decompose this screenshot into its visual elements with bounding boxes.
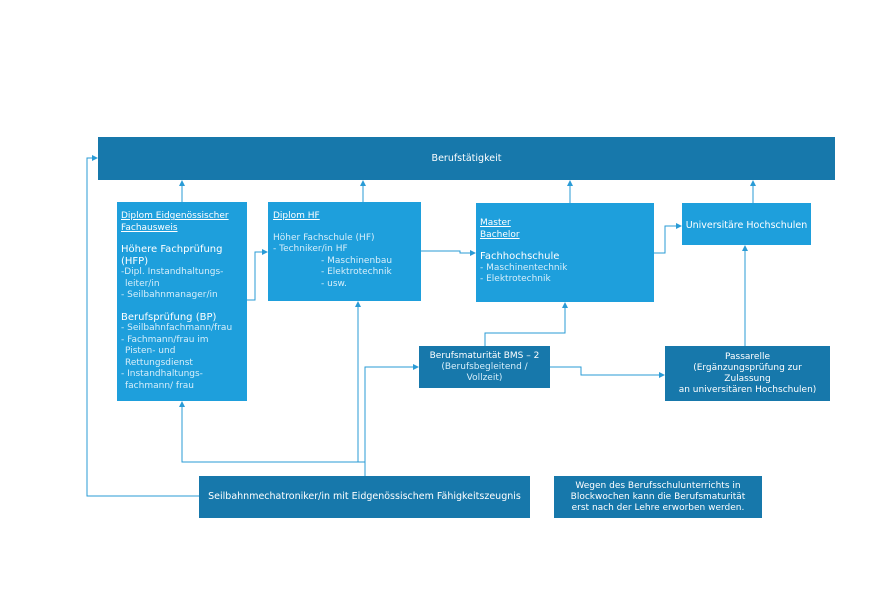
hf-item: - Elektrotechnik: [321, 267, 392, 277]
arrow-efz-to-eidg: [179, 401, 366, 476]
eidg-title-1: Diplom Eidgenössischer: [121, 211, 229, 221]
note-line: Blockwochen kann die Berufsmaturität: [570, 491, 746, 502]
hfp-item: - Seilbahnmanager/in: [121, 290, 218, 300]
fh-item: - Maschinentechnik: [480, 262, 568, 273]
eidg-fachausweis-box: Diplom Eidgenössischer Fachausweis Höher…: [117, 202, 247, 401]
bp-item: fachmann/ frau: [125, 380, 195, 391]
bp-item: Pisten- und: [125, 346, 176, 356]
hf-subtitle: Höher Fachschule (HF): [273, 232, 375, 243]
passarelle-detail: an universitären Hochschulen): [678, 384, 817, 395]
uni-label: Universitäre Hochschulen: [685, 220, 808, 231]
arrow-fh-to-uni: [654, 223, 682, 254]
hf-item: - usw.: [321, 278, 347, 289]
bp-item: - Seilbahnfachmann/frau: [121, 323, 233, 333]
hf-item: - Maschinenbau: [321, 255, 393, 266]
arrow-efz-to-bms: [364, 364, 419, 462]
berufstaetigkeit-box: Berufstätigkeit: [98, 137, 835, 180]
diplom-hf-box: Diplom HF Höher Fachschule (HF) - Techni…: [268, 202, 421, 301]
fachhochschule-box: Master Bachelor Fachhochschule - Maschin…: [476, 203, 654, 302]
bp-item: - Instandhaltungs-: [121, 369, 203, 379]
fh-heading: Fachhochschule: [480, 251, 560, 262]
bp-item: - Fachmann/frau im: [121, 334, 209, 345]
arrow-hf-to-fh: [421, 250, 476, 256]
passarelle-detail: (Ergänzungsprüfung zur: [693, 362, 802, 373]
hfp-heading: Höhere Fachprüfung (HFP): [121, 244, 223, 267]
hf-title: Diplom HF: [273, 211, 320, 221]
note-line: Wegen des Berufsschulunterrichts in: [575, 480, 741, 491]
arrow-bms-to-fh: [484, 302, 568, 346]
fh-title-1: Master: [480, 218, 511, 228]
passarelle-detail: Zulassung: [724, 373, 771, 384]
note-line: erst nach der Lehre erworben werden.: [571, 502, 745, 513]
bms-detail: Vollzeit): [466, 372, 503, 383]
passarelle-title: Passarelle: [724, 351, 770, 362]
bp-heading: Berufsprüfung (BP): [121, 311, 217, 323]
fh-item: - Elektrotechnik: [480, 274, 551, 284]
bp-item: Rettungsdienst: [125, 357, 193, 368]
eidg-title-2: Fachausweis: [121, 222, 178, 233]
berufstaetigkeit-label: Berufstätigkeit: [431, 152, 502, 164]
hfp-item: -Dipl. Instandhaltungs-: [121, 267, 224, 277]
arrow-eidg-to-hf: [247, 249, 268, 301]
arrow-bms-to-passarelle: [550, 366, 665, 378]
passarelle-box: Passarelle (Ergänzungsprüfung zur Zulass…: [665, 346, 830, 401]
note-box: Wegen des Berufsschulunterrichts in Bloc…: [554, 476, 762, 518]
efz-box: Seilbahnmechatroniker/in mit Eidgenössis…: [199, 476, 530, 518]
fh-title-2: Bachelor: [480, 229, 520, 240]
bms-box: Berufsmaturität BMS – 2 (Berufsbegleiten…: [419, 346, 550, 388]
arrow-efz-to-top: [86, 155, 199, 497]
hf-item: - Techniker/in HF: [273, 244, 348, 254]
hfp-item: leiter/in: [125, 278, 160, 289]
bms-detail: (Berufsbegleitend /: [441, 361, 528, 372]
universitaere-hochschulen-box: Universitäre Hochschulen: [682, 203, 811, 245]
efz-label: Seilbahnmechatroniker/in mit Eidgenössis…: [208, 491, 521, 502]
bms-title: Berufsmaturität BMS – 2: [429, 350, 540, 361]
